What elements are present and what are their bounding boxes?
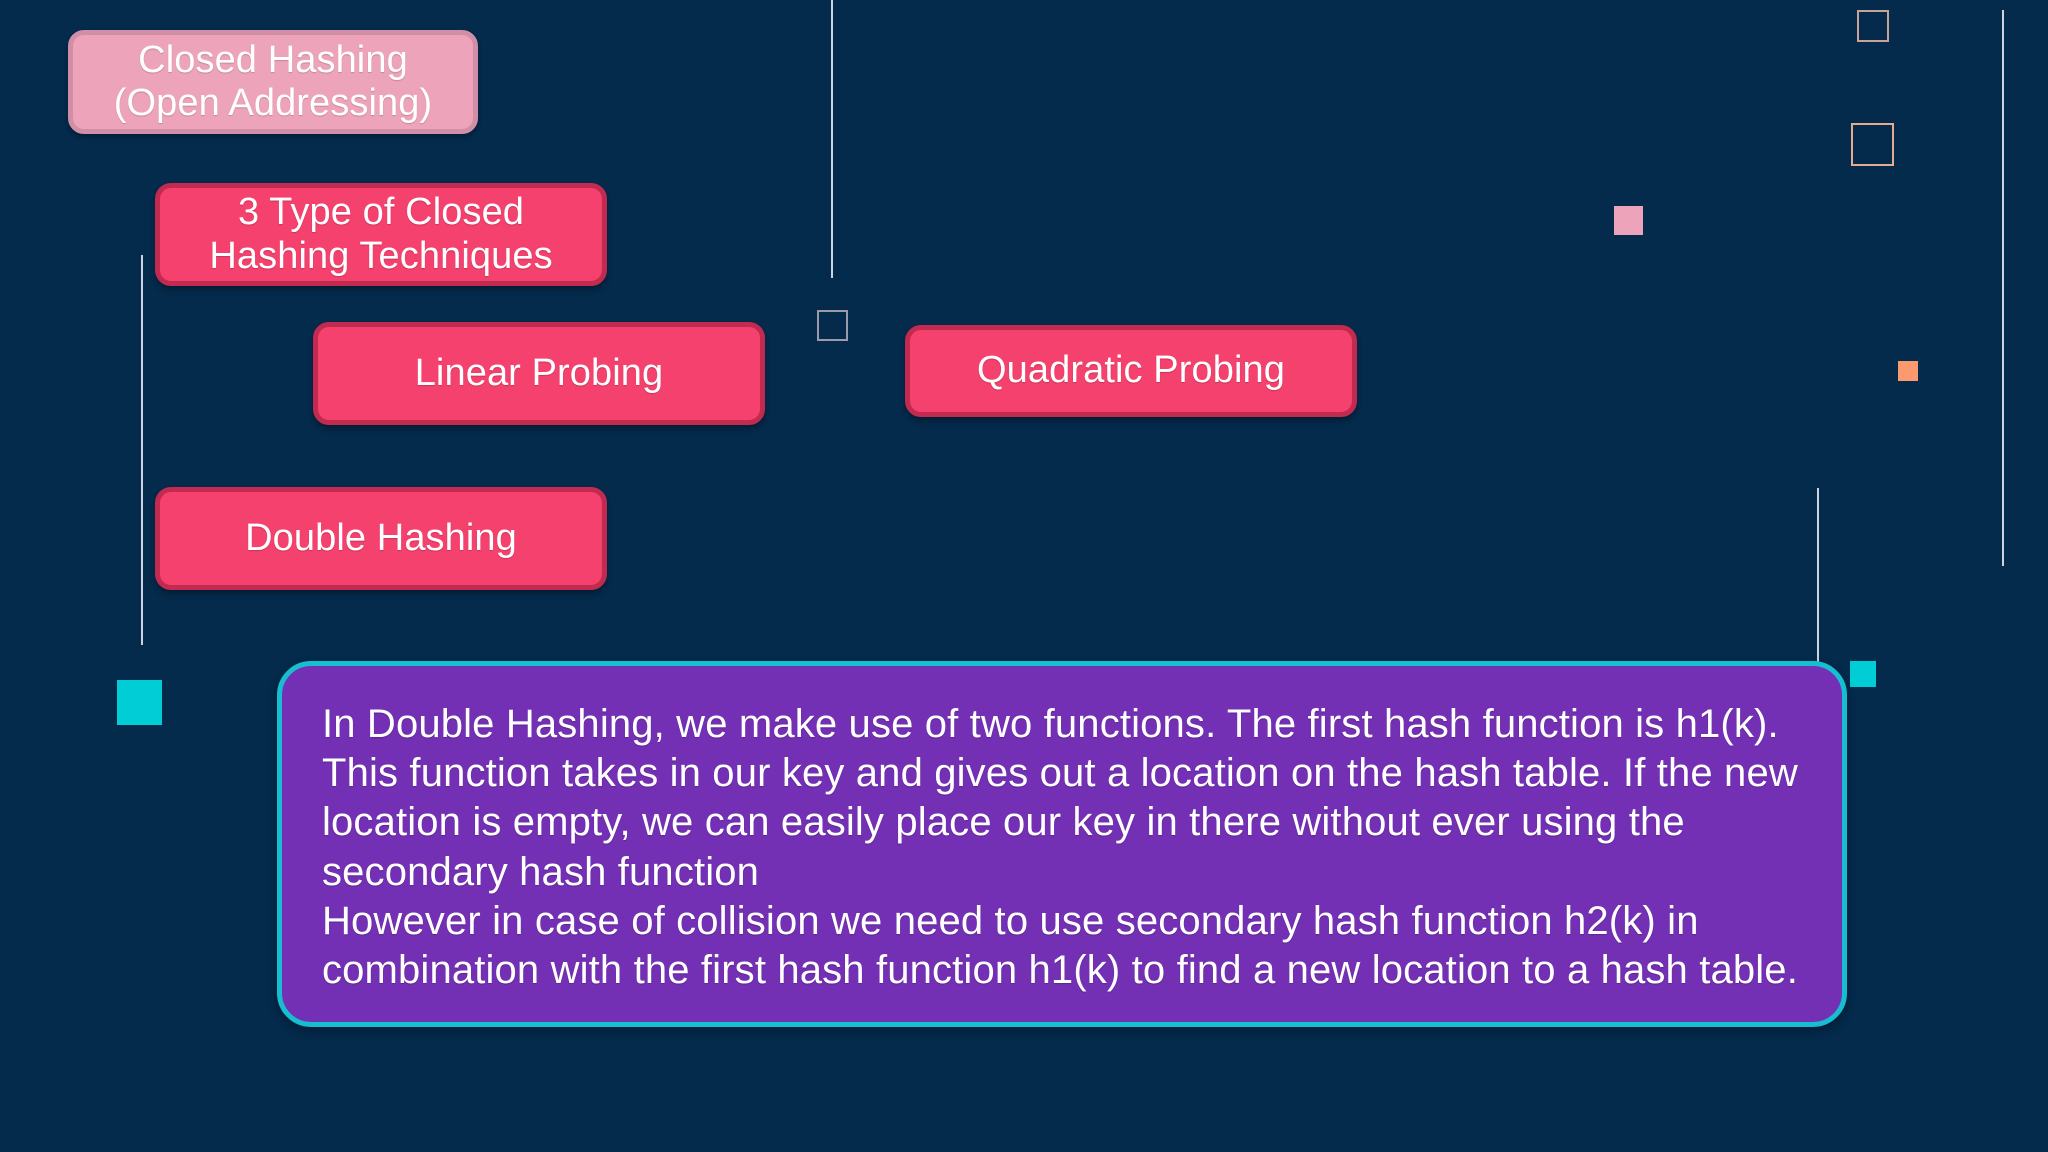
node-quadratic-probing[interactable]: Quadratic Probing: [905, 325, 1357, 417]
description-card: In Double Hashing, we make use of two fu…: [277, 661, 1847, 1027]
description-text: In Double Hashing, we make use of two fu…: [322, 702, 1798, 992]
square-outline-center-icon: [817, 310, 848, 341]
vertical-line-center-top: [831, 0, 833, 278]
node-linear-probing[interactable]: Linear Probing: [313, 322, 765, 425]
square-filled-cyan-left-icon: [117, 680, 162, 725]
square-outline-right-icon: [1851, 123, 1894, 166]
node-closed-hashing-root[interactable]: Closed Hashing (Open Addressing): [68, 30, 478, 134]
node-three-types[interactable]: 3 Type of Closed Hashing Techniques: [155, 183, 607, 286]
vertical-line-right-inner: [1817, 488, 1819, 668]
node-double-hashing[interactable]: Double Hashing: [155, 487, 607, 590]
square-filled-pink-icon: [1614, 206, 1643, 235]
square-filled-orange-icon: [1898, 361, 1918, 381]
vertical-line-left: [141, 255, 143, 645]
vertical-line-far-right: [2002, 10, 2004, 566]
square-filled-cyan-right-icon: [1850, 661, 1876, 687]
square-outline-top-right-icon: [1857, 10, 1889, 42]
